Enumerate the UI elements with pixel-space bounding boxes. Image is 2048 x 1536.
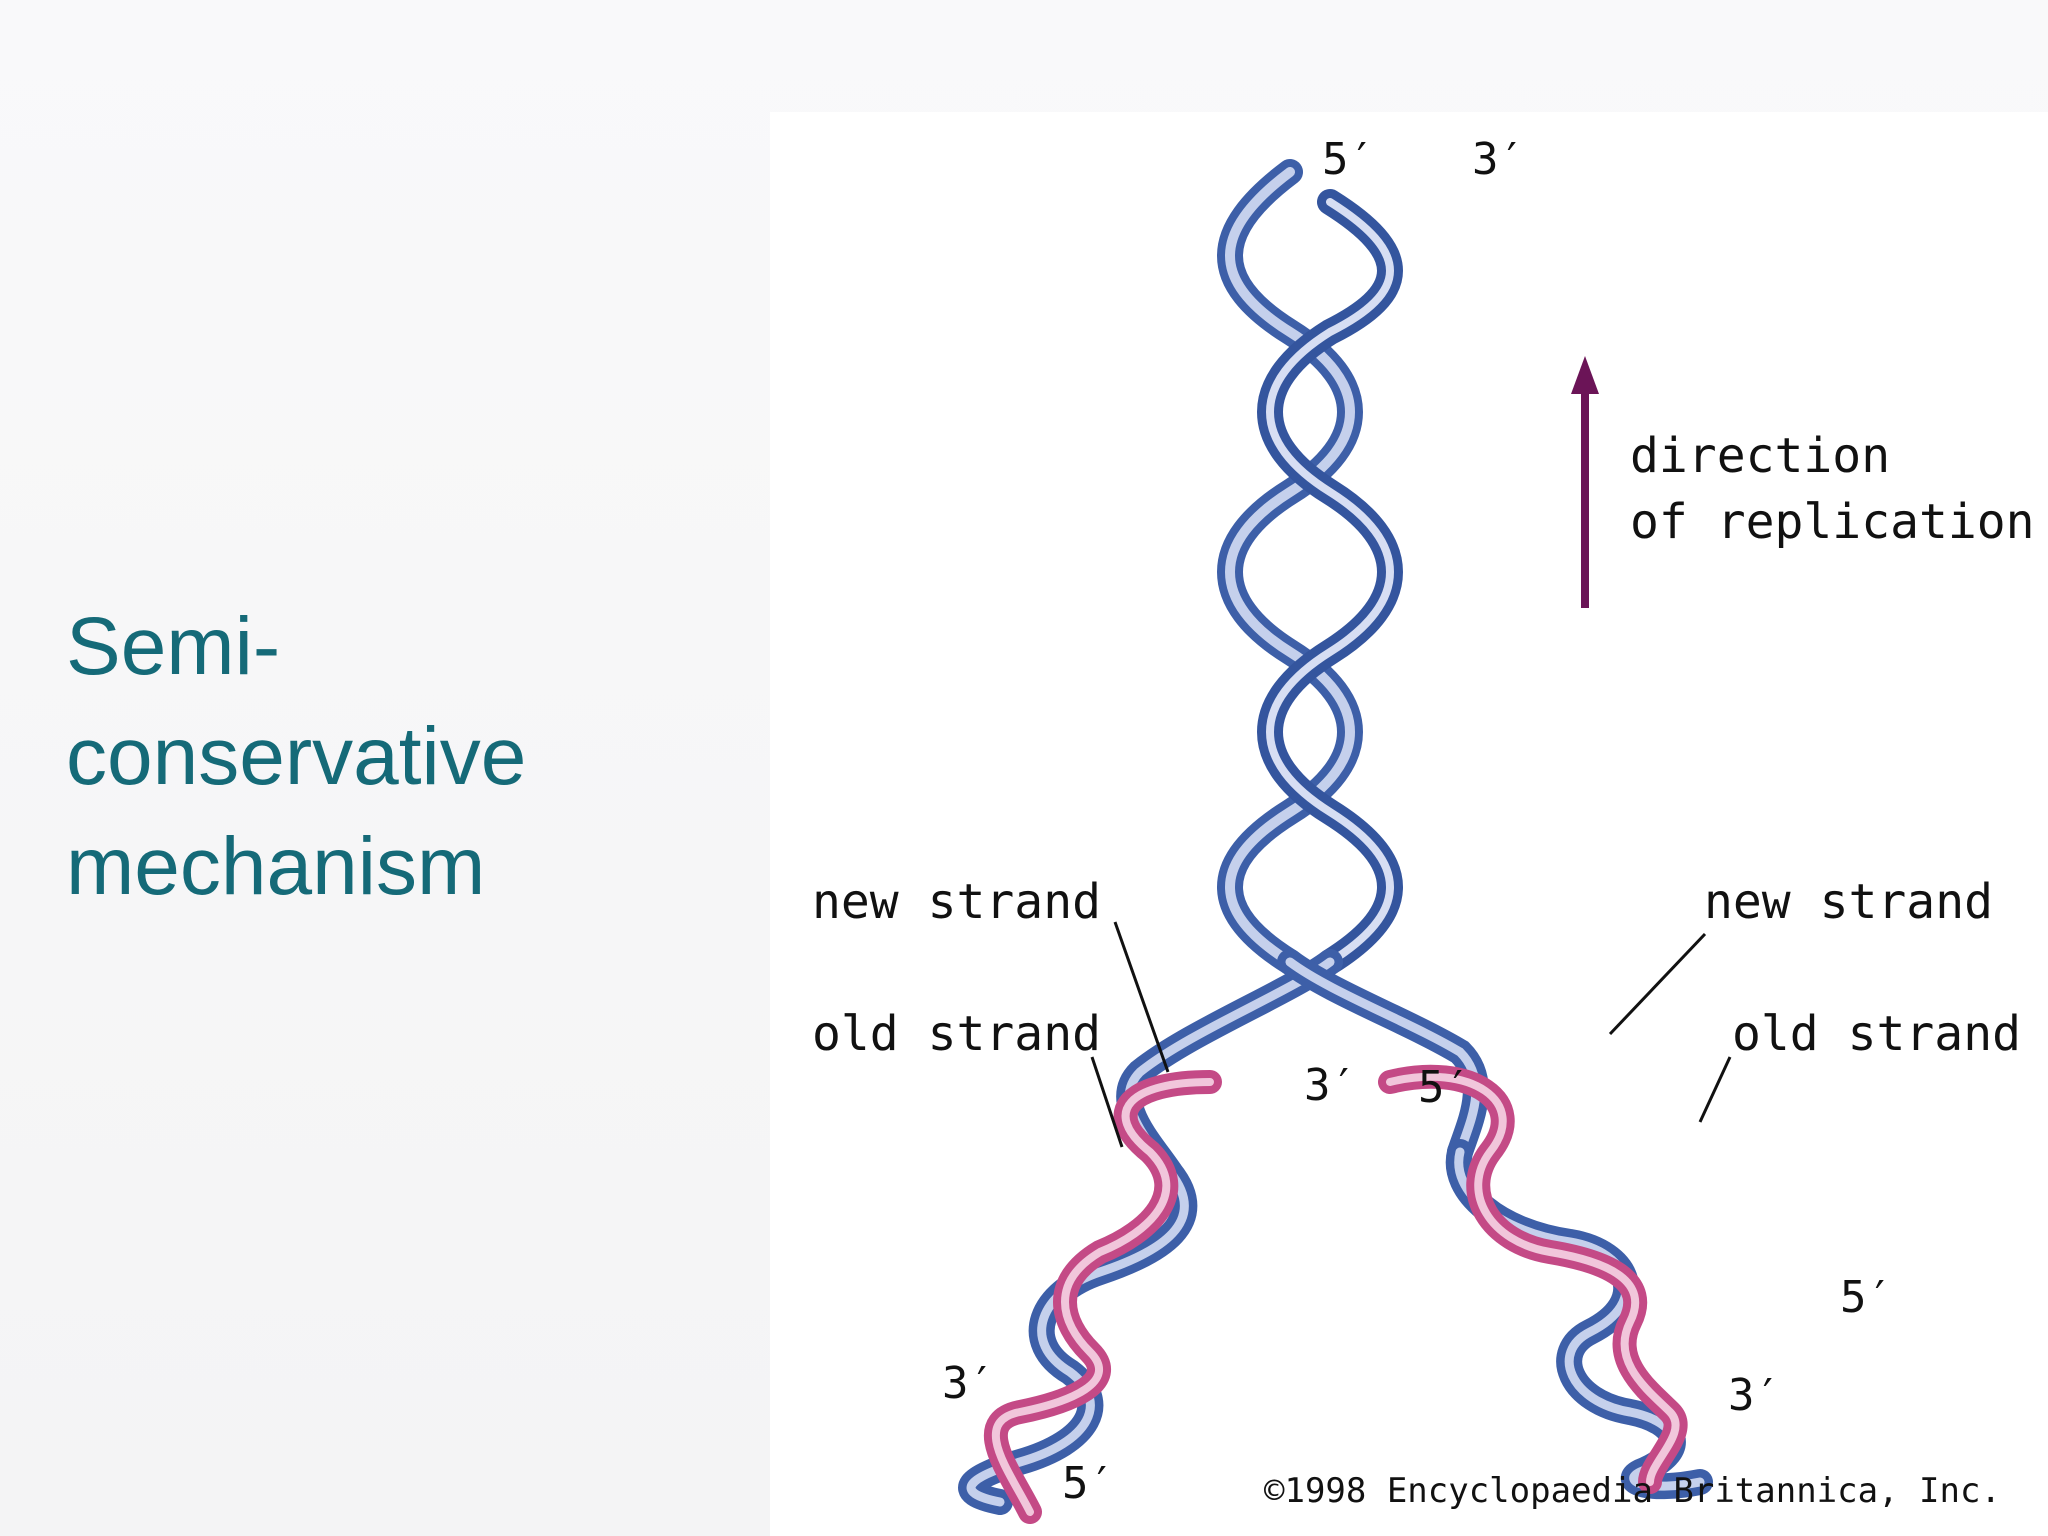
left-3prime-upper-label: 3′ xyxy=(1304,1060,1357,1111)
right-5prime-upper-label: 5′ xyxy=(1418,1062,1471,1113)
direction-label-line-1: direction xyxy=(1630,428,1890,484)
top-5prime-label: 5′ xyxy=(1322,134,1375,185)
left-5prime-bottom-label: 5′ xyxy=(1062,1458,1115,1509)
parent-strand-a-highlight xyxy=(1225,167,1355,967)
left-new-strand-label: new strand xyxy=(812,874,1101,930)
fork-right-old-strand-highlight xyxy=(1285,957,1481,1157)
dna-replication-figure: 5′ 3′ direction of replication new stran… xyxy=(770,112,2048,1536)
parent-strand-b-highlight xyxy=(1266,198,1394,966)
slide-title-line-1: Semi- xyxy=(66,601,281,692)
right-old-strand-label: old strand xyxy=(1732,1006,2021,1062)
right-new-strand-leader xyxy=(1608,932,1707,1036)
right-new-strand-label: new strand xyxy=(1704,874,1993,930)
left-old-strand-leader xyxy=(1090,1056,1124,1148)
left-old-strand-label: old strand xyxy=(812,1006,1101,1062)
fork-left-old-strand xyxy=(1116,949,1343,1185)
left-old-strand-highlight xyxy=(966,1167,1189,1507)
dna-replication-diagram: 5′ 3′ direction of replication new stran… xyxy=(812,134,2035,1524)
replication-direction-arrow xyxy=(1571,356,1599,608)
parent-helix xyxy=(1217,159,1403,975)
right-new-strand-highlight xyxy=(1386,1072,1680,1486)
copyright-notice: ©1998 Encyclopaedia Britannica, Inc. xyxy=(1264,1471,2001,1511)
direction-label-line-2: of replication xyxy=(1630,494,2035,550)
fork-right-old-strand xyxy=(1277,949,1489,1165)
left-daughter-helix xyxy=(958,1070,1222,1524)
right-3prime-bottom-label: 3′ xyxy=(1728,1370,1781,1421)
top-3prime-label: 3′ xyxy=(1472,134,1525,185)
slide-title: Semi- conservative mechanism xyxy=(66,592,686,922)
right-5prime-lower-label: 5′ xyxy=(1840,1272,1893,1323)
left-new-strand-highlight xyxy=(991,1078,1214,1516)
label-leader-lines xyxy=(1090,921,1732,1148)
left-new-strand-leader xyxy=(1113,921,1170,1073)
right-old-strand-leader xyxy=(1698,1056,1732,1123)
slide-title-line-2: conservative xyxy=(66,711,527,802)
slide-title-line-3: mechanism xyxy=(66,821,486,912)
left-3prime-lower-label: 3′ xyxy=(942,1358,995,1409)
right-daughter-helix xyxy=(1378,1064,1713,1500)
